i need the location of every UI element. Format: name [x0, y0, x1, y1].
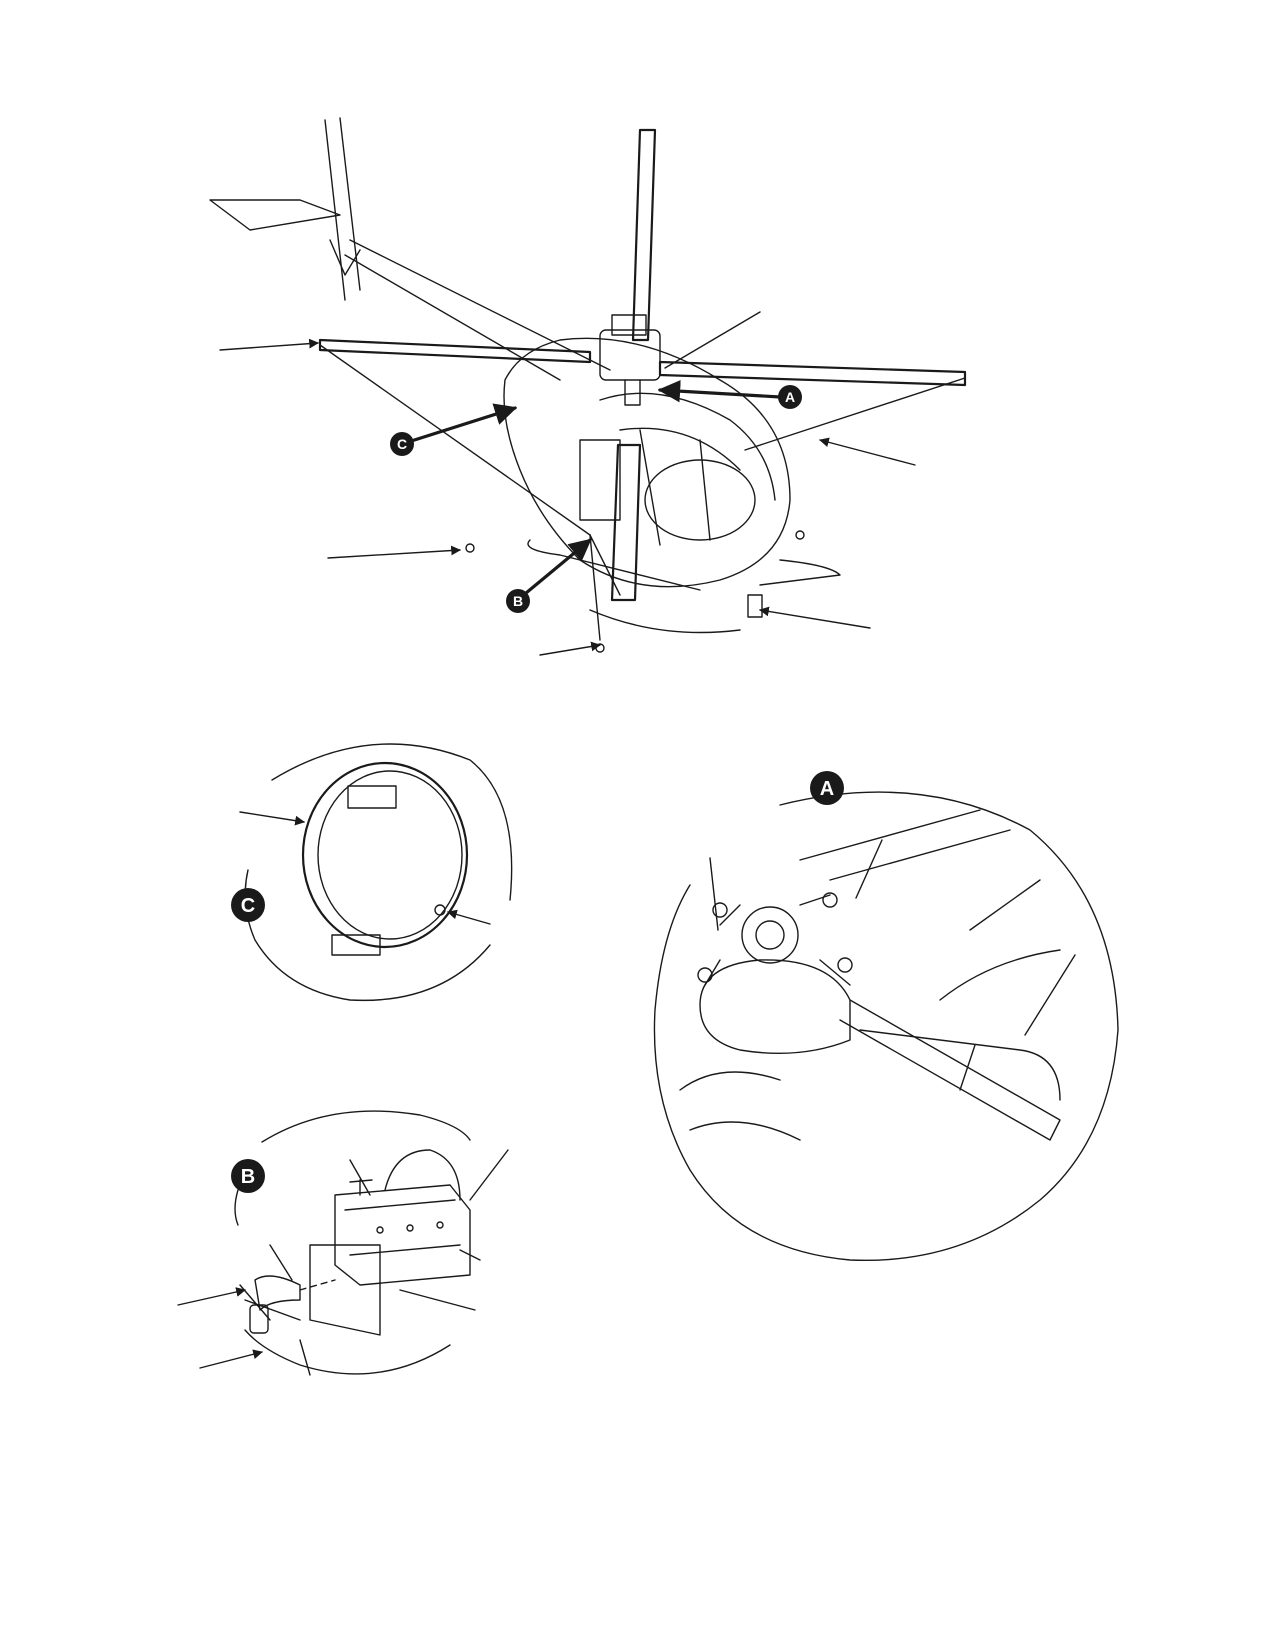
main-helicopter-view: A C B — [209, 117, 967, 656]
callout-badge-c-detail: C — [231, 888, 265, 922]
cable-fitting — [239, 1275, 336, 1334]
leader-lines — [219, 311, 916, 656]
callout-arrows — [403, 379, 782, 600]
detail-a-view: A — [653, 771, 1119, 1262]
detail-b-view: B — [177, 1110, 509, 1376]
tiedown-cables — [319, 344, 966, 641]
velcro-pad-bottom — [331, 934, 381, 956]
detail-c-label: C — [241, 895, 255, 917]
main-rotor-blades — [318, 128, 967, 602]
callout-c-label: C — [397, 436, 407, 452]
callout-badge-b-detail: B — [231, 1159, 265, 1193]
bracket-assembly — [309, 1149, 471, 1336]
tail-assembly — [209, 117, 611, 381]
callout-badge-a-detail: A — [810, 771, 844, 805]
rotor-hub — [599, 314, 661, 406]
tiedown-fittings — [465, 530, 805, 653]
fuselage — [503, 337, 791, 588]
hub-assembly — [679, 809, 1061, 1141]
callout-badge-a-main: A — [778, 385, 802, 409]
callout-a-label: A — [785, 389, 795, 405]
detail-c-view: C — [231, 743, 513, 1002]
detail-b-leaders — [177, 1149, 509, 1376]
landing-skids — [527, 539, 841, 634]
callout-badge-c-main: C — [390, 432, 414, 456]
detail-b-label: B — [241, 1166, 255, 1188]
detail-a-leaders — [709, 839, 1076, 1091]
detail-a-label: A — [820, 778, 834, 800]
callout-b-label: B — [513, 593, 523, 609]
velcro-pad-top — [347, 785, 397, 809]
callout-badge-b-main: B — [506, 589, 530, 613]
